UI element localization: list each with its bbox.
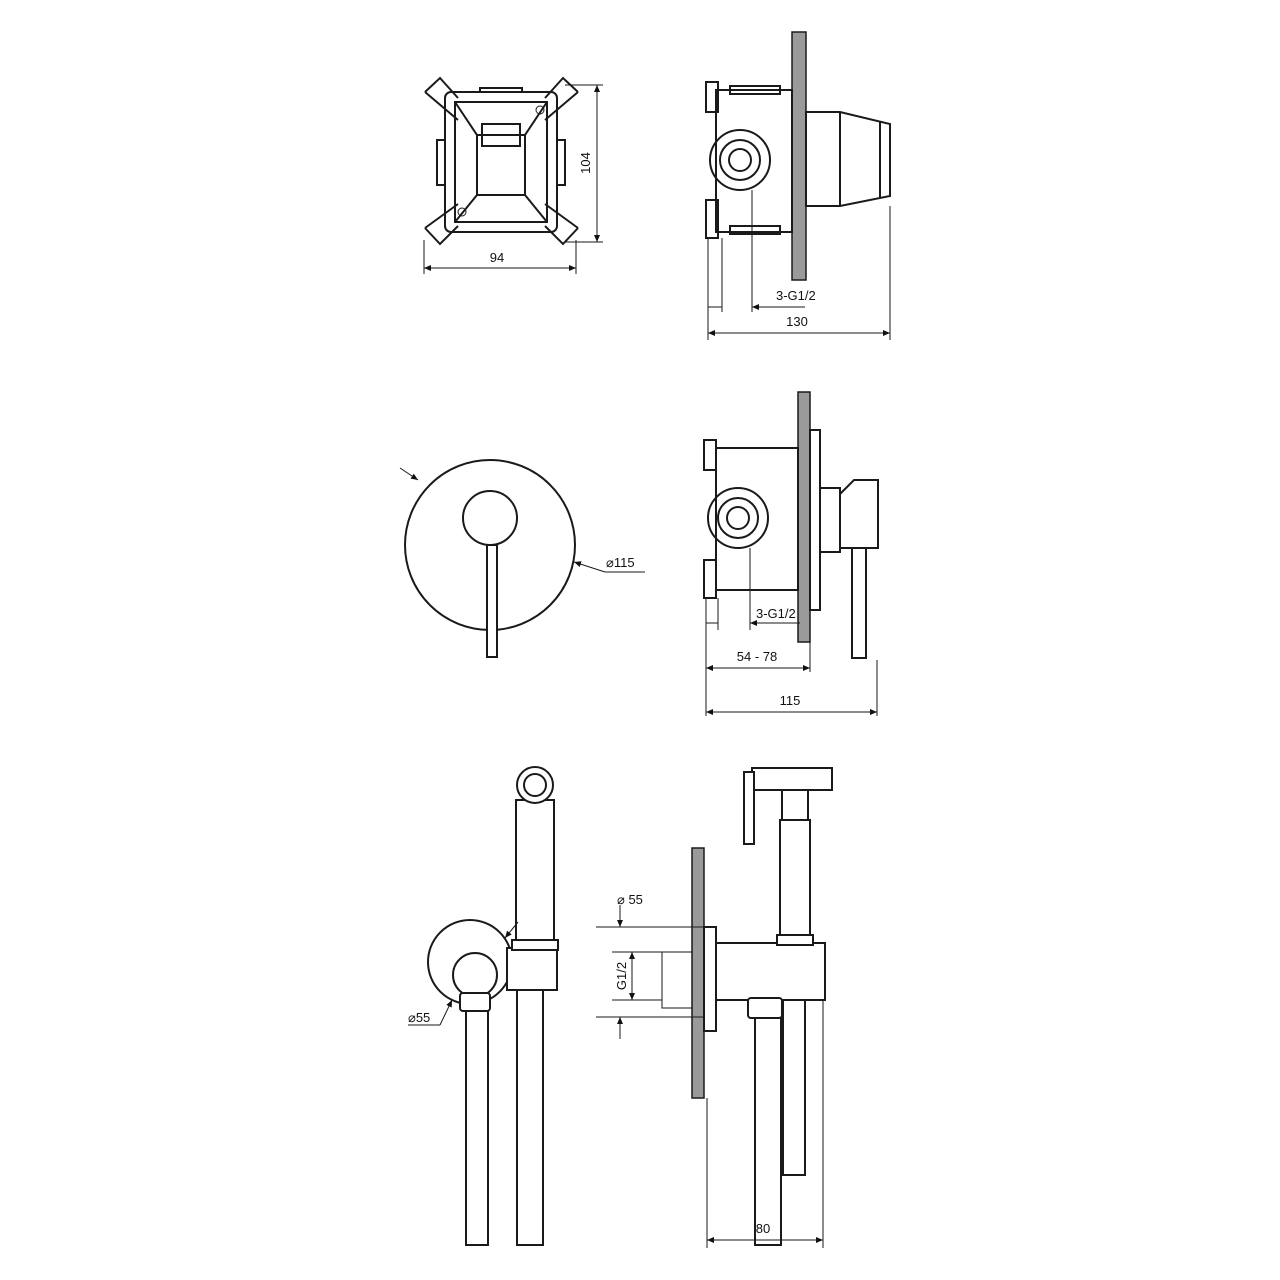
wall-section bbox=[791, 31, 807, 281]
mixer-depth-dimension: 115 bbox=[780, 693, 801, 708]
box-depth-dimension: 130 bbox=[786, 314, 808, 329]
wall-section bbox=[797, 391, 811, 643]
mixer-install-range-dimension: 54 - 78 bbox=[737, 649, 777, 664]
wall-section bbox=[691, 847, 705, 1099]
bidet-side-diameter-dimension: ⌀ 55 bbox=[617, 892, 643, 907]
box-width-dimension: 94 bbox=[490, 250, 504, 265]
mixer-side-thread-dimension: 3-G1/2 bbox=[756, 606, 796, 621]
mixer-front-view: ⌀115 bbox=[399, 459, 645, 658]
mixer-side-view: 3-G1/2 54 - 78 115 bbox=[703, 391, 879, 716]
bidet-front-view: ⌀55 bbox=[408, 766, 559, 1246]
bidet-front-diameter-dimension: ⌀55 bbox=[408, 1010, 430, 1025]
box-height-dimension: 104 bbox=[578, 152, 593, 174]
mixer-diameter-dimension: ⌀115 bbox=[606, 555, 635, 570]
box-side-thread-dimension: 3-G1/2 bbox=[776, 288, 816, 303]
bidet-depth-dimension: 80 bbox=[756, 1221, 770, 1236]
box-side-view: 3-G1/2 130 bbox=[705, 31, 891, 340]
bidet-thread-dimension: G1/2 bbox=[614, 962, 629, 990]
box-front-view: 104 94 bbox=[423, 76, 603, 274]
bidet-side-view: ⌀ 55 G1/2 80 bbox=[596, 767, 833, 1248]
